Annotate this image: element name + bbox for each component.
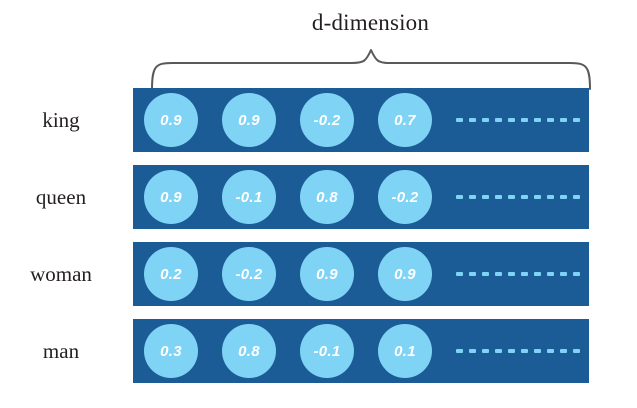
ellipsis-dots xyxy=(456,242,586,306)
embedding-cells: 0.9 0.9 -0.2 0.7 xyxy=(133,88,456,152)
embedding-cell: 0.9 xyxy=(144,93,198,147)
embedding-cell: 0.8 xyxy=(222,324,276,378)
embedding-row: woman 0.2 -0.2 0.9 0.9 xyxy=(0,242,637,306)
embedding-cell: -0.1 xyxy=(222,170,276,224)
row-label-king: king xyxy=(42,108,80,132)
embedding-cell: -0.1 xyxy=(300,324,354,378)
embedding-cell: -0.2 xyxy=(222,247,276,301)
curly-brace-icon xyxy=(146,48,596,90)
ellipsis-dots xyxy=(456,319,586,383)
ellipsis-dots xyxy=(456,165,586,229)
embedding-cell: 0.9 xyxy=(144,170,198,224)
embedding-cells: 0.2 -0.2 0.9 0.9 xyxy=(133,242,456,306)
embedding-vector-bar: 0.3 0.8 -0.1 0.1 xyxy=(133,319,589,383)
embedding-cell: -0.2 xyxy=(378,170,432,224)
embedding-cells: 0.3 0.8 -0.1 0.1 xyxy=(133,319,456,383)
embedding-cell: 0.9 xyxy=(378,247,432,301)
embedding-cell: 0.9 xyxy=(300,247,354,301)
embedding-row: man 0.3 0.8 -0.1 0.1 xyxy=(0,319,637,383)
ellipsis-dots xyxy=(456,88,586,152)
embedding-cells: 0.9 -0.1 0.8 -0.2 xyxy=(133,165,456,229)
embedding-row: king 0.9 0.9 -0.2 0.7 xyxy=(0,88,637,152)
embedding-cell: 0.1 xyxy=(378,324,432,378)
row-label-woman: woman xyxy=(30,262,92,286)
embedding-cell: 0.9 xyxy=(222,93,276,147)
row-label-queen: queen xyxy=(35,185,87,209)
row-label-man: man xyxy=(42,339,80,363)
embedding-vector-bar: 0.9 -0.1 0.8 -0.2 xyxy=(133,165,589,229)
embedding-cell: 0.3 xyxy=(144,324,198,378)
embedding-cell: -0.2 xyxy=(300,93,354,147)
embedding-cell: 0.7 xyxy=(378,93,432,147)
embedding-vector-bar: 0.9 0.9 -0.2 0.7 xyxy=(133,88,589,152)
embedding-row: queen 0.9 -0.1 0.8 -0.2 xyxy=(0,165,637,229)
embedding-cell: 0.8 xyxy=(300,170,354,224)
embedding-vector-bar: 0.2 -0.2 0.9 0.9 xyxy=(133,242,589,306)
page-title: d-dimension xyxy=(311,10,430,35)
embedding-cell: 0.2 xyxy=(144,247,198,301)
